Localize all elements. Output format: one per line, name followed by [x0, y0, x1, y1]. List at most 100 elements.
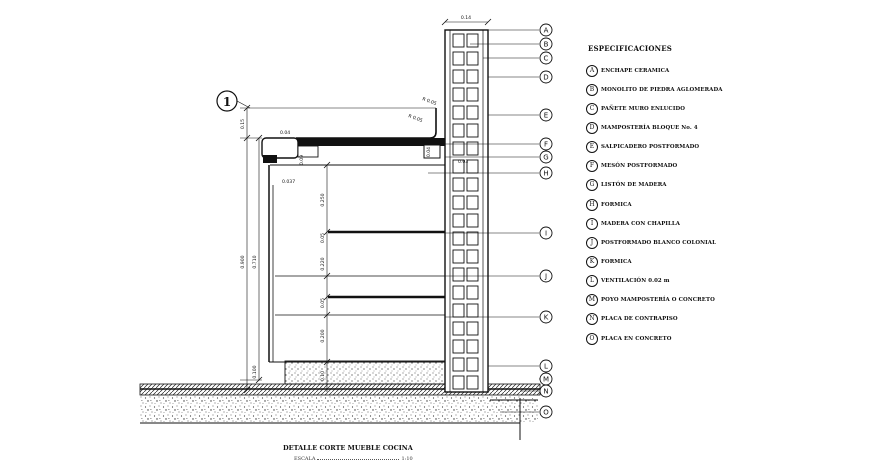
legend-text: VENTILACIÓN 0.02 m — [601, 278, 670, 285]
block-cell — [466, 213, 479, 228]
soil-right — [520, 398, 538, 423]
wall-outer — [444, 29, 489, 393]
legend-text: MADERA CON CHAPILLA — [601, 220, 681, 227]
callout-letter: H — [543, 169, 548, 177]
dim-text-left-top: 0.15 — [240, 119, 246, 129]
block-cell — [466, 87, 479, 102]
block-cell — [466, 267, 479, 282]
callout-letter: F — [544, 140, 548, 148]
block-cell — [452, 195, 465, 210]
dim-wall-tick-r — [484, 18, 492, 26]
legend-letter: L — [586, 275, 598, 288]
dim-tick-1 — [243, 104, 251, 112]
dim-tick-2 — [243, 134, 251, 142]
block-cell — [466, 375, 479, 390]
block-cell — [452, 375, 465, 390]
legend-letter: D — [586, 121, 598, 134]
section-marker-label: 1 — [223, 95, 231, 109]
dim-tick-c5 — [323, 311, 331, 319]
legend-letter: O — [586, 332, 598, 345]
legend-text: ENCHAPE CERAMICA — [601, 67, 670, 74]
legend-text: MESÓN POSTFORMADO — [601, 163, 678, 170]
drawing-caption: DETALLE CORTE MUEBLE COCINA — [283, 444, 413, 452]
countertop — [270, 138, 445, 146]
callout-letter: C — [544, 54, 549, 62]
legend-text: POSTFORMADO BLANCO COLONIAL — [601, 239, 716, 246]
dim-text-small-1: 0.04 — [280, 130, 290, 136]
block-cell — [466, 249, 479, 264]
block-cell — [466, 339, 479, 354]
block-cell — [466, 195, 479, 210]
block-cell — [466, 321, 479, 336]
dim-wall-tick-l — [441, 18, 449, 26]
wall-finish — [444, 29, 451, 393]
legend-letter: I — [586, 217, 598, 230]
callout-letter: A — [544, 26, 549, 34]
block-cell — [466, 177, 479, 192]
dim-text-col-3: 0.220 — [320, 257, 326, 270]
callout-letter: N — [543, 387, 548, 395]
callout-bubble — [539, 108, 553, 122]
callout-letter: O — [543, 408, 549, 416]
support-block — [297, 145, 319, 158]
callout-bubble — [539, 384, 553, 398]
block-cell — [452, 33, 465, 48]
dim-text-col-6: 0.10 — [320, 371, 326, 381]
callout-bubble — [539, 70, 553, 84]
dim-text-right-1: 0.04 — [426, 147, 432, 157]
dim-tick-c1 — [323, 161, 331, 169]
block-cell — [452, 51, 465, 66]
wall-cleat — [423, 144, 441, 159]
legend-text: FORMICA — [601, 258, 632, 265]
legend-text: PAÑETE MURO ENLUCIDO — [601, 105, 686, 112]
callout-letter: M — [543, 375, 549, 383]
legend-text: POYO MAMPOSTERÍA O CONCRETO — [601, 297, 715, 304]
block-cell — [466, 123, 479, 138]
dim-tick-c6 — [323, 358, 331, 366]
section-marker-leader — [236, 100, 251, 109]
callout-bubble — [539, 166, 553, 180]
wall-blocks — [452, 33, 479, 390]
block-cell — [452, 339, 465, 354]
legend-text: SALPICADERO POSTFORMADO — [601, 144, 700, 151]
scale-value: 1:10 — [401, 456, 413, 462]
dim-tick-4 — [255, 134, 263, 142]
block-cell — [466, 285, 479, 300]
countertop-nose — [263, 155, 277, 163]
block-cell — [452, 357, 465, 372]
callout-letter: E — [544, 111, 548, 119]
block-cell — [452, 321, 465, 336]
dim-tick-5 — [255, 376, 263, 384]
callout-letter: L — [544, 362, 548, 370]
dim-text-left-bottom: 0.100 — [252, 365, 258, 378]
dim-text-left-inner: 0.710 — [252, 255, 258, 268]
legend-letter: F — [586, 160, 598, 173]
legend-letter: G — [586, 179, 598, 192]
block-cell — [466, 105, 479, 120]
block-cell — [466, 231, 479, 246]
legend-text: PLACA EN CONCRETO — [601, 335, 672, 342]
callout-bubble — [539, 310, 553, 324]
dim-text-splash-2: R 0.05 — [407, 113, 423, 124]
dimension-texts: 0.14 0.900 0.710 0.15 0.100 0.250 0.05 0… — [240, 15, 471, 381]
dim-text-small-2: 0.037 — [282, 179, 295, 185]
block-cell — [452, 213, 465, 228]
block-cell — [466, 69, 479, 84]
legend-letter: C — [586, 102, 598, 115]
block-cell — [452, 231, 465, 246]
callout-bubble — [539, 51, 553, 65]
drawing-scale: ESCALA 1:10 — [294, 456, 413, 462]
callout-bubble — [539, 405, 553, 419]
legend-letter: N — [586, 313, 598, 326]
scale-label: ESCALA — [294, 456, 316, 462]
